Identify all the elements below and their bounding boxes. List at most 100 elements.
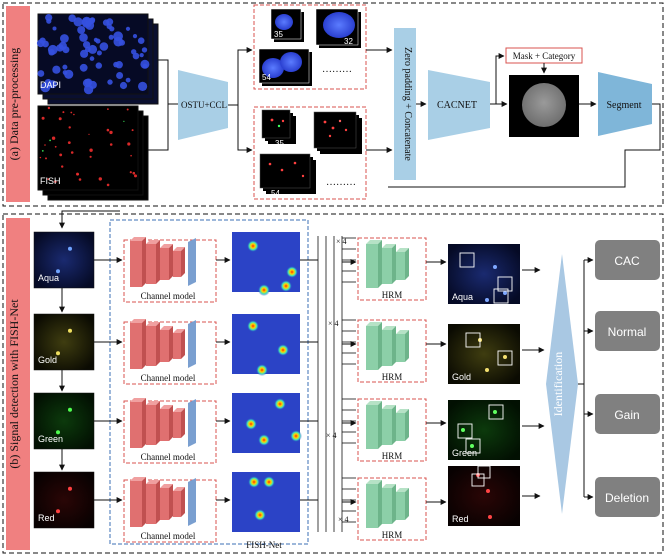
- dapi-crops-ellipsis: ………: [322, 64, 352, 75]
- repeat-x4-label: × 4: [338, 515, 349, 524]
- dapi-nucleus-dot: [125, 26, 131, 31]
- aqua-detection-box: [493, 288, 509, 304]
- gold-heatmap-peak: [277, 344, 289, 356]
- aqua-output-spot: [503, 291, 507, 295]
- green-encoder-block: [130, 402, 142, 448]
- aqua-encoder-block: [130, 241, 142, 287]
- fish-signal-dot: [129, 171, 132, 174]
- red-hrm-block-top: [396, 488, 409, 492]
- dapi-nucleus-dot: [139, 53, 144, 58]
- red-hrm-box: [357, 477, 427, 541]
- panel-a-side-label: (a) Data pre-processing: [7, 48, 21, 161]
- category-gain-box: [595, 394, 660, 434]
- red-hrm-block-top: [366, 480, 382, 484]
- green-hrm-block: [382, 409, 392, 445]
- gold-encoder-block-top: [160, 326, 173, 330]
- red-decoder-block: [188, 478, 196, 526]
- fish-signal-dot: [98, 177, 103, 181]
- fish-signal-dot: [41, 150, 44, 152]
- green-input-label: Green: [38, 434, 63, 444]
- aqua-detection-box: [497, 276, 513, 292]
- panel-a-frame: [2, 2, 664, 207]
- fish-signal-dot: [67, 141, 71, 145]
- red-input-spot: [68, 486, 72, 491]
- red-encoder-block-top: [146, 480, 160, 484]
- fish-signal-dot: [76, 172, 79, 176]
- green-encoder-block-side: [169, 405, 173, 441]
- fish-signal-dot: [54, 180, 57, 183]
- dapi-nucleus-dot: [77, 26, 86, 34]
- dapi-nucleus-dot: [64, 69, 74, 79]
- aqua-hrm-block: [396, 252, 405, 280]
- gold-output-spot: [485, 368, 489, 372]
- red-encoder-block: [146, 484, 156, 524]
- aqua-heatmap-peak: [286, 266, 298, 278]
- gold-encoder-block: [146, 326, 156, 366]
- fish-signal-dot: [127, 142, 131, 146]
- dapi-nucleus-dot: [116, 72, 124, 79]
- fishnet-label: FISH-Net: [246, 540, 282, 550]
- fish-crop-32: [313, 111, 362, 154]
- fish-signal-dot: [68, 126, 71, 129]
- otsu-to-fish-crops-arrow: [237, 105, 253, 153]
- dapi-nucleus-dot: [142, 63, 148, 69]
- fish-signal-dot: [89, 148, 93, 152]
- gold-heatmap-peak: [256, 364, 268, 376]
- fish-image-stack: [37, 105, 149, 201]
- gold-hrm-box: [357, 319, 427, 383]
- dapi-nucleus-dot: [82, 78, 92, 88]
- category-deletion-label: Deletion: [605, 491, 649, 505]
- fish-signal-dot: [106, 128, 110, 132]
- fish-signal-dot: [62, 111, 65, 114]
- gold-encoder-block: [160, 330, 169, 362]
- gold-encoder-block-top: [130, 319, 146, 323]
- dapi-nucleus-dot: [141, 47, 148, 53]
- cacnet-block: [428, 70, 490, 140]
- green-hrm-block-side: [392, 405, 396, 445]
- gold-output-image: [448, 324, 520, 384]
- fish-crop-32-id: 32: [342, 153, 351, 162]
- red-input-image: [33, 471, 95, 529]
- identification-label: Identification: [551, 352, 565, 417]
- gold-encoder-block: [130, 323, 142, 369]
- gold-encoder-block-top: [146, 322, 160, 326]
- fish-signal-dot: [109, 130, 113, 135]
- category-normal-label: Normal: [608, 325, 647, 339]
- aqua-encoder-block-side: [156, 240, 160, 284]
- green-heatmap-peak: [258, 434, 270, 446]
- red-hrm-block-side: [392, 484, 396, 524]
- dapi-nucleus-dot: [52, 26, 57, 31]
- red-encoder-block-side: [169, 484, 173, 520]
- fish-signal-dot: [44, 144, 46, 146]
- red-hrm-block-side: [378, 480, 382, 528]
- segment-label: Segment: [607, 100, 642, 111]
- red-encoder-block: [160, 488, 169, 520]
- otsu-to-dapi-crops-arrow: [237, 47, 253, 105]
- green-encoder-block-side: [156, 401, 160, 445]
- gold-input-image: [33, 313, 95, 371]
- green-input-spot: [56, 430, 60, 435]
- green-encoder-block-side: [181, 408, 185, 438]
- green-heatmap-peak: [245, 418, 257, 430]
- fish-signal-dot: [47, 106, 51, 110]
- gold-hrm-block-top: [382, 326, 396, 330]
- aqua-hrm-block-side: [378, 240, 382, 288]
- green-hrm-block: [396, 413, 405, 441]
- aqua-hrm-block-top: [366, 240, 382, 244]
- gold-input-spot: [68, 328, 72, 333]
- repeat-x4-label: × 4: [326, 431, 337, 440]
- gold-encoder-block-side: [142, 319, 146, 369]
- red-encoder-block-side: [181, 487, 185, 517]
- fish-signal-dot: [106, 183, 110, 187]
- aqua-hrm-box: [357, 237, 427, 301]
- aqua-hrm-block-top: [382, 244, 396, 248]
- fish-crops-box: [253, 106, 367, 200]
- dapi-nucleus-dot: [79, 33, 88, 42]
- dapi-crop-32-id: 32: [344, 37, 353, 46]
- red-encoder-block-side: [142, 477, 146, 527]
- red-hrm-block: [396, 492, 405, 520]
- dapi-nucleus-dot: [37, 70, 45, 77]
- dapi-nucleus-dot: [48, 49, 55, 56]
- fish-crops-ellipsis: ………: [326, 177, 356, 188]
- fish-to-otsu-line: [148, 104, 169, 151]
